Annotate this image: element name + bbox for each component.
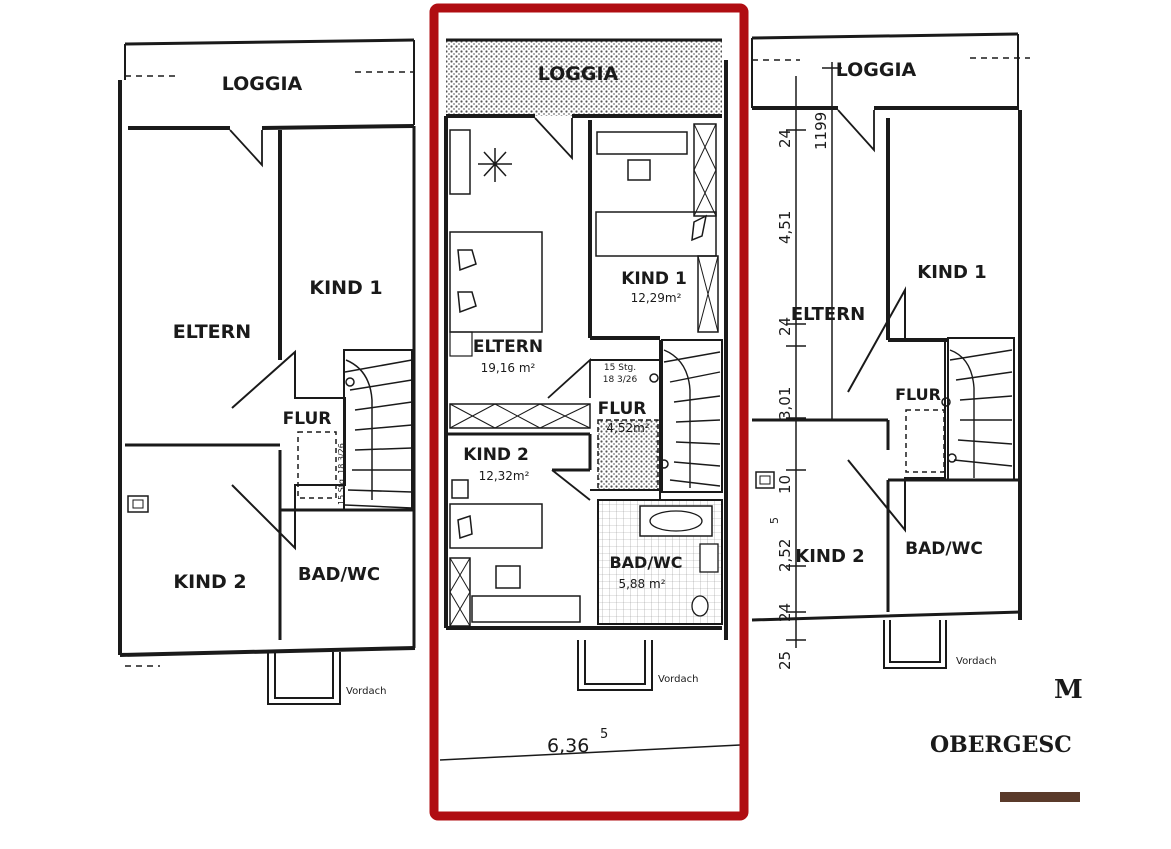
middle-width-dimension: 6,36 (547, 735, 589, 757)
dim-1199: 1199 (812, 112, 830, 150)
left-vordach-label: Vordach (346, 686, 386, 697)
dim-451: 4,51 (776, 211, 794, 244)
middle-stair-note-1: 15 Stg. (604, 363, 636, 373)
right-kind1-label: KIND 1 (917, 262, 986, 283)
title-fragment-obergeschoss: OBERGESC (930, 732, 1072, 758)
middle-flur-area: 4,52m² (606, 421, 649, 435)
left-kind2-label: KIND 2 (173, 571, 246, 593)
middle-loggia-floor (446, 40, 722, 116)
dim-24-mid: 24 (776, 317, 794, 336)
title-underline-bar (1000, 792, 1080, 802)
left-flur-label: FLUR (283, 409, 332, 429)
dim-25: 25 (776, 651, 794, 670)
right-bad-label: BAD/WC (905, 539, 983, 559)
middle-kind2-area: 12,32m² (479, 469, 530, 483)
dim-10: 10 (776, 475, 794, 494)
left-eltern-label: ELTERN (173, 321, 251, 343)
title-fragment-m: M (1054, 675, 1083, 705)
middle-vordach-label: Vordach (658, 674, 698, 685)
middle-kind2-label: KIND 2 (463, 445, 529, 465)
right-loggia-label: LOGGIA (836, 59, 917, 81)
right-eltern-label: ELTERN (791, 304, 865, 325)
dim-301: 3,01 (776, 387, 794, 420)
dim-24-bottom: 24 (776, 603, 794, 622)
middle-bad-label: BAD/WC (609, 553, 682, 572)
middle-eltern-area: 19,16 m² (481, 361, 536, 375)
left-kind1-label: KIND 1 (309, 277, 382, 299)
right-kind2-label: KIND 2 (795, 546, 864, 567)
middle-width-superscript: 5 (600, 727, 608, 742)
left-stair-note: 15 Stg. 18 3/26 (337, 443, 346, 505)
right-vordach-label: Vordach (956, 656, 996, 667)
dim-24-top: 24 (776, 129, 794, 148)
right-unit: LOGGIA ELTERN KIND 1 KIND 2 FLUR BAD/WC … (751, 32, 1030, 670)
middle-loggia-label: LOGGIA (538, 63, 619, 85)
middle-flur-floor (597, 419, 659, 491)
middle-kind1-label: KIND 1 (621, 269, 687, 289)
middle-bad-area: 5,88 m² (618, 577, 665, 591)
left-bad-label: BAD/WC (298, 564, 380, 585)
middle-eltern-label: ELTERN (473, 337, 543, 357)
left-loggia-label: LOGGIA (222, 73, 303, 95)
middle-unit: LOGGIA ELTERN 19,16 m² KIND 1 12,29m² KI… (439, 38, 741, 761)
middle-stair-note-2: 18 3/26 (603, 375, 638, 385)
dim-252-superscript: 5 (768, 517, 781, 524)
middle-kind1-area: 12,29m² (631, 291, 682, 305)
highlight-frame (429, 3, 749, 821)
right-flur-label: FLUR (895, 385, 941, 404)
dim-252: 2,52 (776, 539, 794, 572)
left-unit: LOGGIA ELTERN KIND 1 KIND 2 FLUR BAD/WC … (118, 38, 416, 705)
middle-flur-label: FLUR (598, 399, 647, 419)
